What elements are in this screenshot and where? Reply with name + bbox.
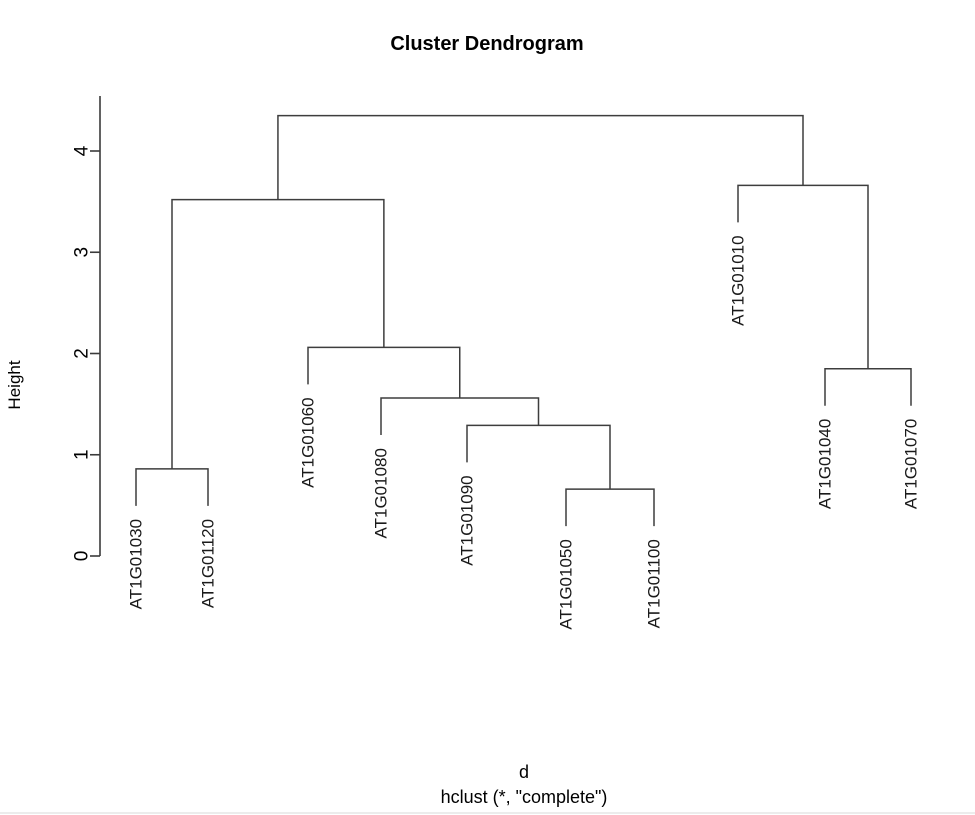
page-title: Cluster Dendrogram bbox=[390, 33, 583, 55]
y-tick-label-0: 0 bbox=[72, 551, 93, 562]
y-axis-label: Height bbox=[5, 360, 24, 409]
leaf-label-AT1G01040: AT1G01040 bbox=[816, 419, 835, 509]
leaf-label-AT1G01120: AT1G01120 bbox=[199, 519, 218, 608]
leaf-label-AT1G01060: AT1G01060 bbox=[299, 397, 318, 487]
leaf-label-AT1G01100: AT1G01100 bbox=[645, 539, 664, 628]
merge-link-m3 bbox=[466, 424, 611, 490]
x-axis-sublabel: hclust (*, "complete") bbox=[441, 787, 608, 807]
leaf-label-AT1G01050: AT1G01050 bbox=[557, 539, 576, 629]
leaf-label-AT1G01090: AT1G01090 bbox=[458, 475, 477, 565]
merge-link-m9 bbox=[277, 114, 804, 200]
leaf-label-AT1G01010: AT1G01010 bbox=[729, 235, 748, 325]
y-axis: 0 1 2 3 4 bbox=[72, 96, 101, 561]
y-axis-ticks: 0 1 2 3 4 bbox=[72, 145, 100, 562]
y-tick-label-2: 2 bbox=[72, 348, 93, 359]
leaf-label-AT1G01030: AT1G01030 bbox=[127, 519, 146, 609]
x-axis-label: d bbox=[519, 762, 529, 782]
leaf-label-AT1G01080: AT1G01080 bbox=[372, 448, 391, 538]
y-tick-label-4: 4 bbox=[72, 145, 93, 156]
y-tick-label-3: 3 bbox=[72, 247, 93, 258]
merge-link-m2 bbox=[824, 367, 912, 406]
y-tick-label-1: 1 bbox=[72, 449, 93, 460]
leaf-label-AT1G01070: AT1G01070 bbox=[902, 419, 921, 509]
dendrogram-links bbox=[135, 114, 912, 527]
